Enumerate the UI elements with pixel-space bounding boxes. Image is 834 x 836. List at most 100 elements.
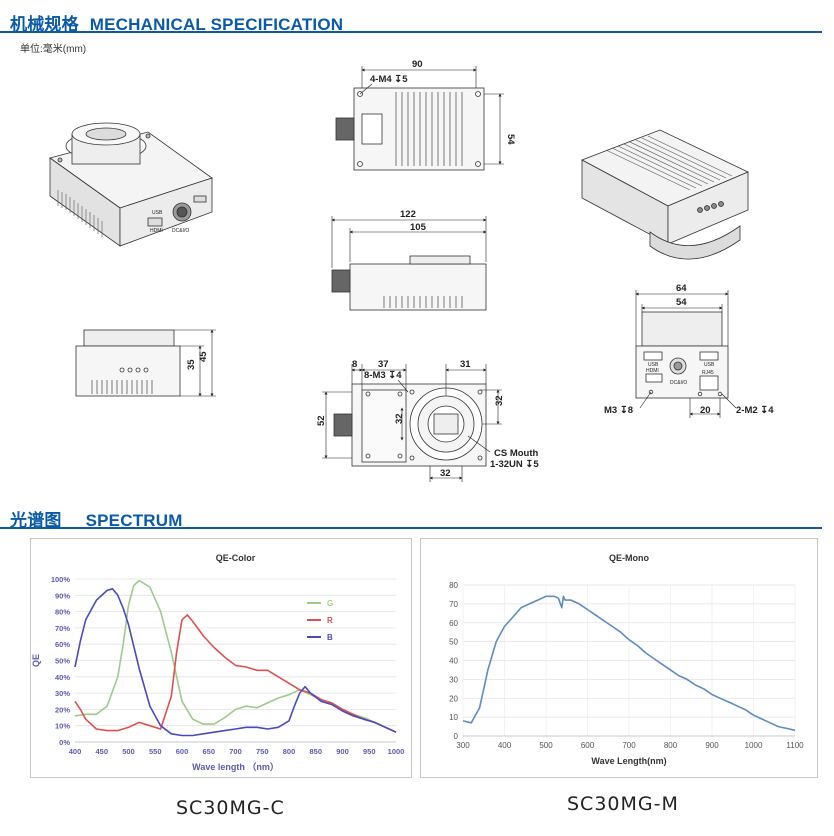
- x-tick-label: 850: [309, 747, 322, 756]
- spectrum-section-rule: [0, 527, 822, 529]
- y-tick-label: 90%: [55, 591, 70, 600]
- dim-top-holes: 4-M4 ↧5: [370, 74, 408, 85]
- x-axis-label: Wave Length(nm): [591, 756, 666, 766]
- qe-color-chart-svg: QE-Color0%10%20%30%40%50%60%70%80%90%100…: [31, 553, 405, 772]
- dim-front-8: 8: [352, 359, 357, 370]
- x-tick-label: 900: [705, 741, 719, 750]
- iso-dcio-label: DC&I/O: [172, 228, 189, 234]
- y-tick-label: 30%: [55, 689, 70, 698]
- mech-section-rule: [0, 31, 822, 33]
- unit-note: 单位:毫米(mm): [20, 44, 87, 55]
- side-view-dims: [331, 216, 487, 268]
- dim-rear-20: 20: [700, 405, 711, 416]
- model-label-color: SC30MG-C: [176, 797, 285, 819]
- dim-front-52: 52: [316, 415, 327, 426]
- x-tick-label: 800: [283, 747, 296, 756]
- dim-front-holes: 8-M3 ↧4: [364, 370, 402, 381]
- x-tick-label: 500: [122, 747, 135, 756]
- series-line-R: [74, 614, 397, 733]
- dim-side-total: 122: [400, 209, 416, 220]
- camera-left-view: [75, 329, 181, 397]
- y-tick-label: 60%: [55, 640, 70, 649]
- dim-top-height: 54: [505, 134, 516, 145]
- y-tick-label: 0%: [59, 738, 70, 747]
- spectrum-section-title: 光谱图 SPECTRUM: [10, 506, 183, 531]
- dim-side-body: 105: [410, 222, 427, 233]
- x-tick-label: 900: [336, 747, 349, 756]
- top-view-dims: [359, 66, 504, 165]
- spectrum-title-cn: 光谱图: [10, 511, 62, 530]
- y-tick-label: 20%: [55, 705, 70, 714]
- dim-rear-m3: M3 ↧8: [604, 405, 633, 416]
- camera-side-view: [331, 255, 487, 311]
- x-tick-label: 650: [202, 747, 215, 756]
- y-tick-label: 10: [449, 713, 458, 722]
- rear-view-dims: [635, 290, 737, 418]
- chart-title: QE-Mono: [609, 553, 649, 563]
- rear-usb-label-1: USB: [648, 362, 659, 368]
- rear-rj45-label: RJ45: [702, 370, 714, 376]
- dim-front-32c: 32: [440, 468, 451, 479]
- x-tick-label: 700: [622, 741, 636, 750]
- y-tick-label: 80: [449, 581, 458, 590]
- x-tick-label: 1000: [745, 741, 763, 750]
- front-view-dims: [322, 364, 502, 482]
- y-tick-label: 20: [449, 694, 458, 703]
- x-tick-label: 400: [498, 741, 512, 750]
- mech-section-title: 机械规格 MECHANICAL SPECIFICATION: [10, 10, 343, 35]
- x-tick-label: 950: [363, 747, 376, 756]
- x-tick-label: 600: [176, 747, 189, 756]
- y-tick-label: 70: [449, 600, 458, 609]
- x-tick-label: 1000: [388, 747, 405, 756]
- y-tick-label: 80%: [55, 608, 70, 617]
- y-tick-label: 60: [449, 619, 458, 628]
- y-tick-label: 30: [449, 675, 458, 684]
- x-tick-label: 550: [149, 747, 162, 756]
- mechanical-drawings: USB HDMI DC&I/O 90 4-M4 ↧5 54: [49, 59, 774, 482]
- legend-label: B: [327, 633, 333, 642]
- mech-title-cn: 机械规格: [10, 15, 79, 34]
- spectrum-title-en: SPECTRUM: [85, 511, 183, 530]
- camera-iso-back: [581, 129, 749, 260]
- iso-hdmi-label: HDMI: [150, 228, 163, 234]
- iso-usb-label: USB: [152, 210, 163, 216]
- camera-iso-front: [49, 122, 213, 247]
- dim-top-width: 90: [412, 59, 423, 70]
- dim-cs-thread: 1-32UN ↧5: [490, 459, 539, 470]
- dim-rear-64: 64: [676, 283, 687, 294]
- x-axis-label: Wave length （nm）: [192, 762, 279, 772]
- x-tick-label: 750: [256, 747, 269, 756]
- y-tick-label: 70%: [55, 624, 70, 633]
- y-tick-label: 0: [454, 732, 459, 741]
- x-tick-label: 400: [69, 747, 82, 756]
- chart-title: QE-Color: [216, 553, 256, 563]
- mech-title-en: MECHANICAL SPECIFICATION: [89, 15, 344, 34]
- camera-rear-view: [635, 311, 729, 399]
- rear-usb-label-2: USB: [704, 362, 715, 368]
- dim-front-32a: 32: [394, 413, 405, 424]
- left-view-dims: [174, 329, 216, 397]
- series-line-B: [74, 588, 397, 737]
- dim-left-h1: 35: [186, 359, 197, 370]
- camera-top-view: [335, 87, 485, 171]
- x-tick-label: 700: [229, 747, 242, 756]
- rear-dcio-label: DC&I/O: [670, 380, 687, 386]
- y-axis-label: QE: [31, 654, 41, 667]
- x-tick-label: 450: [95, 747, 108, 756]
- legend-label: R: [327, 616, 333, 625]
- dim-rear-m2: 2-M2 ↧4: [736, 405, 774, 416]
- x-tick-label: 300: [456, 741, 470, 750]
- dim-left-h2: 45: [198, 351, 209, 362]
- y-tick-label: 50: [449, 638, 458, 647]
- rear-hdmi-label: HDMI: [646, 368, 659, 374]
- x-tick-label: 600: [581, 741, 595, 750]
- dim-cs-mouth: CS Mouth: [494, 448, 539, 459]
- y-tick-label: 100%: [51, 575, 71, 584]
- legend-label: G: [327, 599, 333, 608]
- y-tick-label: 10%: [55, 722, 70, 731]
- x-tick-label: 1100: [786, 741, 804, 750]
- y-tick-label: 50%: [55, 657, 70, 666]
